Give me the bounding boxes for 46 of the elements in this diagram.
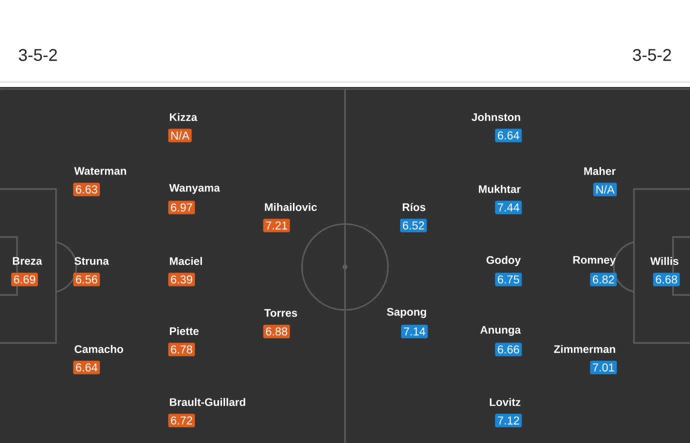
rating-badge: 7.01 [590,360,617,374]
player-name: Mukhtar [478,184,521,194]
rating-badge: 6.52 [400,218,427,232]
rating-badge: 6.63 [73,182,100,196]
player-name: Ríos [402,202,426,212]
rating-badge: 6.82 [590,272,617,286]
rating-badge: 7.14 [401,324,428,338]
rating-badge: 6.56 [73,272,100,286]
rating-badge: N/A [593,182,617,196]
rating-badge: 6.64 [73,360,100,374]
rating-badge: 6.78 [168,342,195,356]
formation-label: 3-5-2 [632,49,671,61]
formation-label: 3-5-2 [18,49,57,61]
player-name: Anunga [480,326,521,336]
rating-badge: 6.88 [263,324,290,338]
player-name: Mihailovic [264,202,317,212]
rating-badge: 6.97 [168,200,195,214]
player-name: Piette [170,326,199,336]
player-name: Lovitz [490,398,520,406]
rating-badge: 6.64 [495,128,522,142]
rating-badge: 7.12 [495,414,522,428]
player-name: Camacho [74,344,124,354]
player-name: Johnston [472,112,520,122]
rating-badge: 7.21 [263,218,290,232]
player-name: Breza [12,257,42,265]
player-name: Waterman [74,167,126,175]
player-name: Godoy [486,256,521,266]
player-name: Zimmerman [554,344,616,354]
rating-badge: 6.66 [495,342,522,356]
player-name: Wanyama [169,184,220,194]
player-name: Sapong [386,308,426,318]
rating-badge: 6.69 [11,272,38,286]
player-name: Maher [584,166,616,176]
player-name: Maciel [170,256,202,266]
player-name: Kizza [170,112,198,122]
rating-badge: 6.68 [653,272,680,286]
rating-badge: N/A [168,128,192,142]
player-name: Torres [264,309,298,317]
rating-badge: 7.44 [495,200,522,214]
player-name: Romney [573,256,616,266]
player-name: Brault-Guillard [170,398,246,406]
rating-badge: 6.72 [168,414,195,428]
player-name: Struna [74,257,109,265]
player-name: Willis [650,256,678,266]
rating-badge: 6.75 [495,272,522,286]
rating-badge: 6.39 [168,272,195,286]
